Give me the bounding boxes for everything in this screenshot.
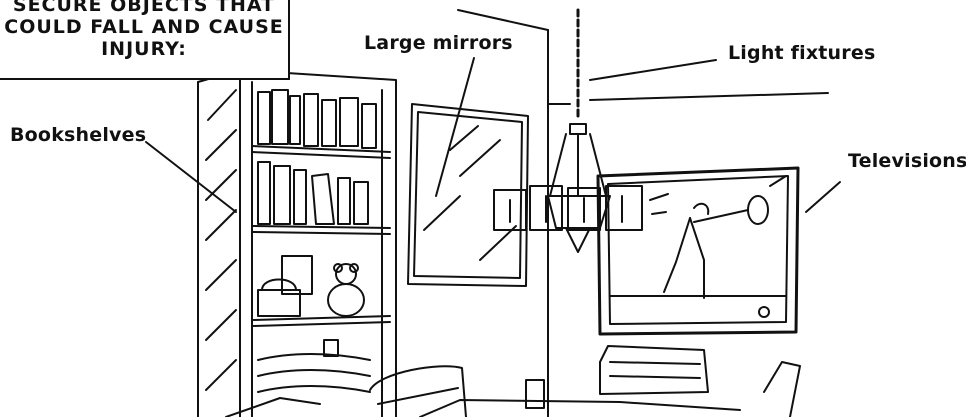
televisions-label: Televisions xyxy=(848,150,966,172)
leader-lines xyxy=(146,58,840,212)
light-fixtures-label: Light fixtures xyxy=(728,42,875,64)
bookshelves-label: Bookshelves xyxy=(10,124,146,146)
callout-title: SECURE OBJECTS THAT COULD FALL AND CAUSE… xyxy=(0,0,292,60)
bookshelf xyxy=(198,70,396,417)
dining-chairs xyxy=(226,346,800,417)
large-mirror xyxy=(408,104,528,286)
callout-box: SECURE OBJECTS THAT COULD FALL AND CAUSE… xyxy=(0,0,290,80)
mirrors-label: Large mirrors xyxy=(364,32,513,54)
chandelier xyxy=(494,10,642,252)
television xyxy=(598,168,798,334)
